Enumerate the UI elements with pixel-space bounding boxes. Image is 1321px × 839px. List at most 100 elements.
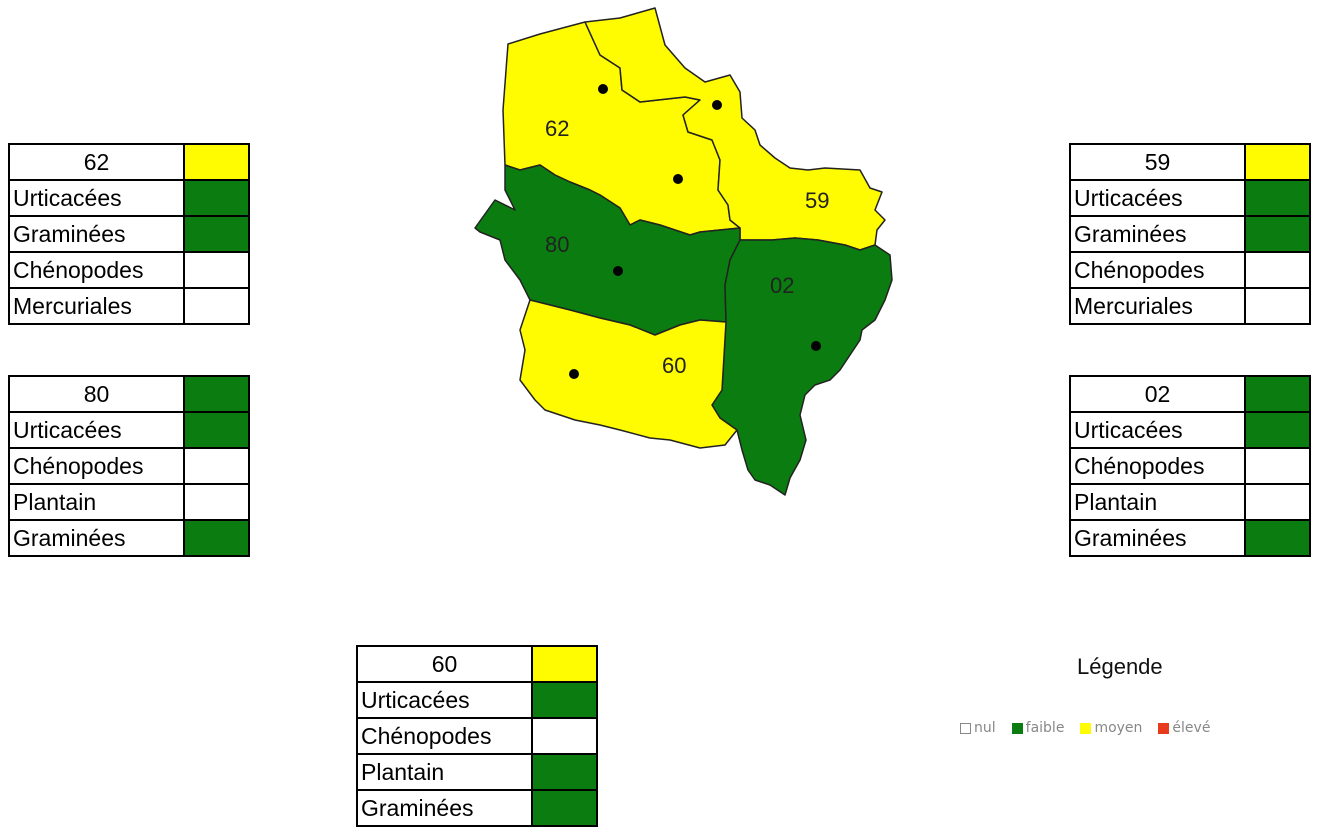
station-dot — [811, 341, 821, 351]
pollen-level-swatch — [531, 789, 598, 827]
map-label-59: 59 — [805, 188, 829, 213]
pollen-level-swatch — [1244, 251, 1311, 289]
pollen-label: Urticacées — [1069, 179, 1246, 217]
pollen-row: Plantain — [356, 753, 598, 791]
pollen-row: Urticacées — [356, 681, 598, 719]
pollen-row: Urticacées — [8, 179, 250, 217]
pollen-level-swatch — [183, 179, 250, 217]
pollen-level-swatch — [1244, 287, 1311, 325]
dept-level-swatch — [531, 645, 598, 683]
legend-swatch-nul — [960, 722, 971, 734]
pollen-label: Plantain — [8, 483, 185, 521]
pollen-level-swatch — [183, 251, 250, 289]
dept-code: 59 — [1069, 143, 1246, 181]
pollen-row: Urticacées — [1069, 411, 1311, 449]
pollen-label: Graminées — [8, 519, 185, 557]
dept-level-swatch — [183, 375, 250, 413]
legend-label-faible: faible — [1025, 720, 1065, 736]
dept-code: 60 — [356, 645, 533, 683]
pollen-level-swatch — [183, 483, 250, 521]
dept-code: 62 — [8, 143, 185, 181]
pollen-label: Urticacées — [1069, 411, 1246, 449]
legend-swatch-faible — [1011, 722, 1023, 734]
dept-header-row: 80 — [8, 375, 250, 413]
pollen-level-swatch — [183, 287, 250, 325]
station-dot — [598, 84, 608, 94]
pollen-level-swatch — [531, 717, 598, 755]
dept-level-swatch — [1244, 375, 1311, 413]
legend-item-eleve: élevé — [1158, 720, 1210, 736]
pollen-row: Graminées — [1069, 215, 1311, 253]
dept-header-row: 02 — [1069, 375, 1311, 413]
pollen-label: Urticacées — [356, 681, 533, 719]
pollen-label: Plantain — [1069, 483, 1246, 521]
pollen-level-swatch — [183, 447, 250, 485]
pollen-row: Mercuriales — [8, 287, 250, 325]
dept-code: 80 — [8, 375, 185, 413]
pollen-label: Chénopodes — [8, 251, 185, 289]
pollen-row: Chénopodes — [1069, 447, 1311, 485]
map-label-80: 80 — [545, 232, 569, 257]
pollen-level-swatch — [183, 519, 250, 557]
pollen-level-swatch — [183, 411, 250, 449]
legend-swatch-eleve — [1158, 722, 1170, 734]
region-map: 62 59 80 02 60 — [474, 7, 893, 496]
pollen-level-swatch — [531, 681, 598, 719]
pollen-level-swatch — [1244, 483, 1311, 521]
pollen-row: Mercuriales — [1069, 287, 1311, 325]
pollen-row: Chénopodes — [356, 717, 598, 755]
pollen-label: Chénopodes — [1069, 251, 1246, 289]
pollen-row: Urticacées — [1069, 179, 1311, 217]
legend-swatch-moyen — [1080, 722, 1092, 734]
pollen-row: Plantain — [8, 483, 250, 521]
dept-level-swatch — [183, 143, 250, 181]
pollen-level-swatch — [1244, 215, 1311, 253]
pollen-row: Graminées — [8, 215, 250, 253]
pollen-row: Chénopodes — [8, 251, 250, 289]
pollen-label: Graminées — [1069, 215, 1246, 253]
pollen-label: Graminées — [1069, 519, 1246, 557]
dept-code: 02 — [1069, 375, 1246, 413]
legend-item-faible: faible — [1011, 720, 1065, 736]
station-dot — [613, 266, 623, 276]
pollen-label: Plantain — [356, 753, 533, 791]
pollen-row: Graminées — [356, 789, 598, 827]
pollen-row: Urticacées — [8, 411, 250, 449]
pollen-level-swatch — [183, 215, 250, 253]
pollen-label: Graminées — [356, 789, 533, 827]
map-label-02: 02 — [770, 273, 794, 298]
dept-level-swatch — [1244, 143, 1311, 181]
station-dot — [712, 100, 722, 110]
pollen-label: Mercuriales — [1069, 287, 1246, 325]
legend-item-moyen: moyen — [1080, 720, 1142, 736]
legend-title: Légende — [1077, 654, 1163, 679]
dept-header-row: 60 — [356, 645, 598, 683]
pollen-level-swatch — [1244, 411, 1311, 449]
pollen-row: Plantain — [1069, 483, 1311, 521]
pollen-row: Chénopodes — [1069, 251, 1311, 289]
pollen-level-swatch — [1244, 519, 1311, 557]
map-label-62: 62 — [545, 116, 569, 141]
dept-02-shape — [711, 237, 893, 496]
pollen-label: Chénopodes — [1069, 447, 1246, 485]
pollen-label: Chénopodes — [356, 717, 533, 755]
pollen-label: Urticacées — [8, 411, 185, 449]
pollen-level-swatch — [531, 753, 598, 791]
legend-item-nul: nul — [960, 720, 996, 736]
legend-label-moyen: moyen — [1094, 720, 1143, 736]
station-dot — [673, 174, 683, 184]
legend: nul faible moyen élevé — [960, 720, 1210, 736]
pollen-level-swatch — [1244, 179, 1311, 217]
pollen-label: Graminées — [8, 215, 185, 253]
pollen-level-swatch — [1244, 447, 1311, 485]
pollen-row: Graminées — [1069, 519, 1311, 557]
pollen-label: Urticacées — [8, 179, 185, 217]
legend-label-nul: nul — [974, 720, 996, 736]
legend-label-eleve: élevé — [1172, 720, 1211, 736]
map-label-60: 60 — [662, 353, 686, 378]
